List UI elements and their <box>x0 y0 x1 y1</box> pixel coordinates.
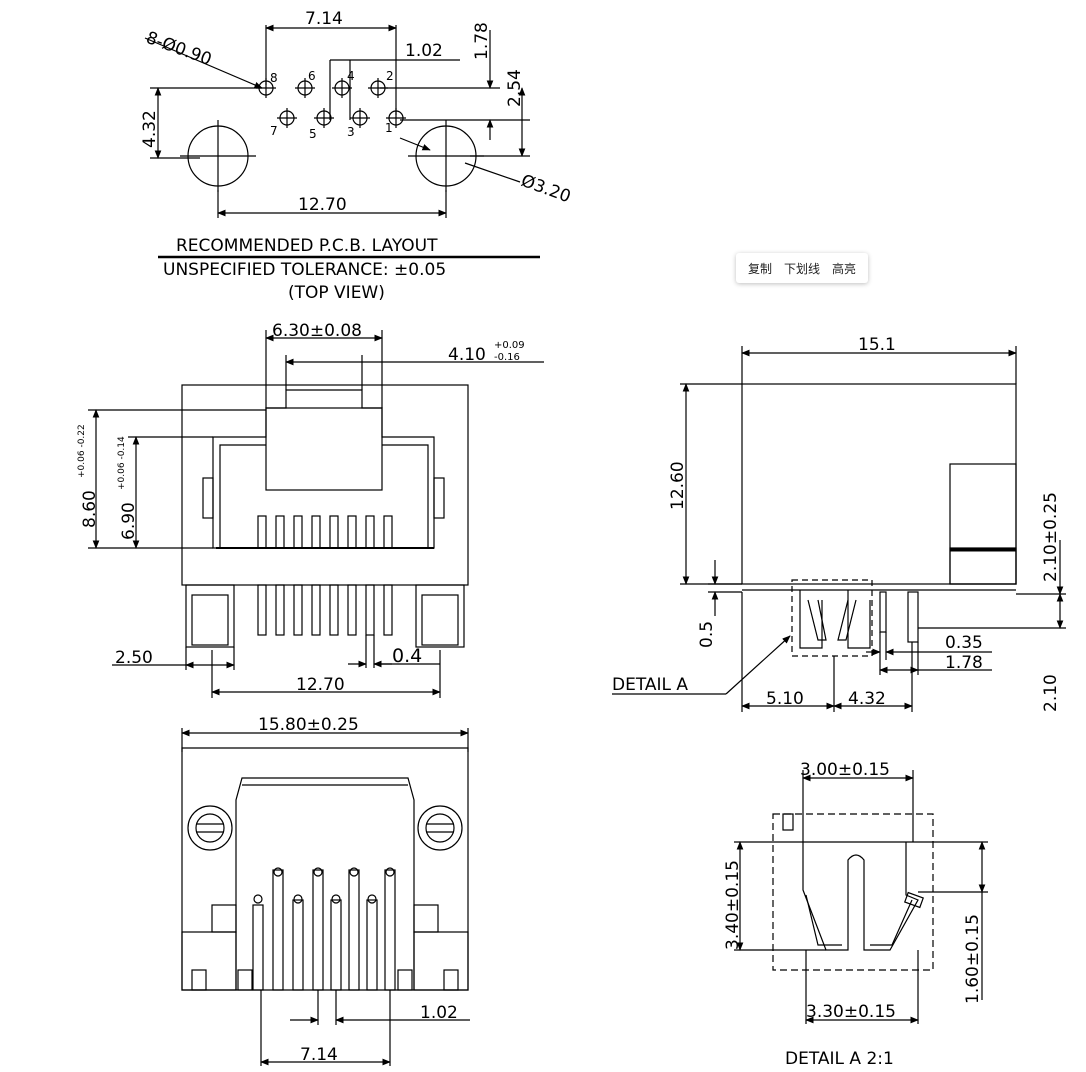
dim-6-90-tol: +0.06 -0.14 <box>117 436 127 490</box>
bottom-view: 15.80±0.25 <box>181 715 470 1066</box>
detail-a-caption: DETAIL A 2:1 <box>785 1049 894 1069</box>
small-hole-label: 8-Ø0.90 <box>143 28 214 70</box>
dim-15-1: 15.1 <box>858 335 896 355</box>
dim-4-32-side: 4.32 <box>848 689 886 709</box>
dim-12-70: 12.70 <box>298 195 347 215</box>
dim-15-80: 15.80±0.25 <box>258 715 359 735</box>
dim-12-60: 12.60 <box>668 461 688 510</box>
side-view: 15.1 12.60 2.10±0.25 0.5 <box>612 335 1066 712</box>
dim-0-35: 0.35 <box>945 633 983 653</box>
pin-4-label: 4 <box>347 69 355 83</box>
dim-12-70-front: 12.70 <box>296 675 345 695</box>
dim-3-00: 3.00±0.15 <box>800 760 890 780</box>
pin-2-label: 2 <box>386 69 394 83</box>
detail-a-label: DETAIL A <box>612 675 688 695</box>
dim-3-30: 3.30±0.15 <box>806 1002 896 1022</box>
dim-6-30: 6.30±0.08 <box>272 321 362 341</box>
dim-1-78-side: 1.78 <box>945 653 983 673</box>
copy-menu-item[interactable]: 复制 <box>747 261 772 276</box>
dim-8-60: 8.60 <box>80 490 100 528</box>
pcb-layout-view: 7.14 1.02 1.78 2.54 4.32 8-Ø0.90 <box>140 9 573 303</box>
dim-4-10-minus: -0.16 <box>494 352 520 363</box>
front-view: 6.30±0.08 4.10 +0.09 -0.16 8.60 +0.06 -0… <box>77 321 544 698</box>
dim-3-40: 3.40±0.15 <box>723 860 743 950</box>
pin-7-label: 7 <box>270 124 278 138</box>
underline-menu-item[interactable]: 下划线 <box>783 261 820 276</box>
pin-3-label: 3 <box>347 125 355 139</box>
dim-7-14: 7.14 <box>305 9 343 29</box>
highlight-menu-item[interactable]: 高亮 <box>831 261 856 276</box>
pin-8-label: 8 <box>270 71 278 85</box>
pin-6-label: 6 <box>308 69 316 83</box>
dim-1-02-bottom: 1.02 <box>420 1003 458 1023</box>
dim-1-02: 1.02 <box>405 41 443 61</box>
dim-2-54: 2.54 <box>505 69 525 107</box>
caption-top-view: (TOP VIEW) <box>288 283 385 303</box>
dim-5-10: 5.10 <box>766 689 804 709</box>
dim-0-5: 0.5 <box>697 621 717 648</box>
dim-1-60: 1.60±0.15 <box>963 914 983 1004</box>
dim-2-50: 2.50 <box>115 648 153 668</box>
dim-0-4: 0.4 <box>392 645 422 667</box>
dim-4-32: 4.32 <box>140 110 160 148</box>
dim-4-10-plus: +0.09 <box>494 340 525 351</box>
dim-6-90: 6.90 <box>119 502 139 540</box>
pin-5-label: 5 <box>309 127 317 141</box>
mounting-holes <box>180 120 484 192</box>
large-hole-label: Ø3.20 <box>518 171 573 207</box>
dim-2-10: 2.10 <box>1041 674 1061 712</box>
caption-recommended: RECOMMENDED P.C.B. LAYOUT <box>176 236 438 256</box>
dim-2-10-tol: 2.10±0.25 <box>1041 492 1061 582</box>
detail-a-view: 3.00±0.15 3.40±0.15 1.60±0.15 3.30±0.15 … <box>723 760 988 1069</box>
selection-context-menu: 复制 下划线 高亮 <box>736 253 868 283</box>
contacts <box>257 515 393 549</box>
dim-4-10: 4.10 <box>448 345 486 365</box>
leads <box>257 584 393 636</box>
bottom-pins <box>252 867 396 991</box>
dim-7-14-bottom: 7.14 <box>300 1045 338 1065</box>
pin-1-label: 1 <box>385 121 393 135</box>
pin-holes <box>256 78 406 128</box>
dim-8-60-tol: +0.06 -0.22 <box>77 424 87 478</box>
caption-tolerance: UNSPECIFIED TOLERANCE: ±0.05 <box>163 260 446 280</box>
dim-1-78: 1.78 <box>472 22 492 60</box>
